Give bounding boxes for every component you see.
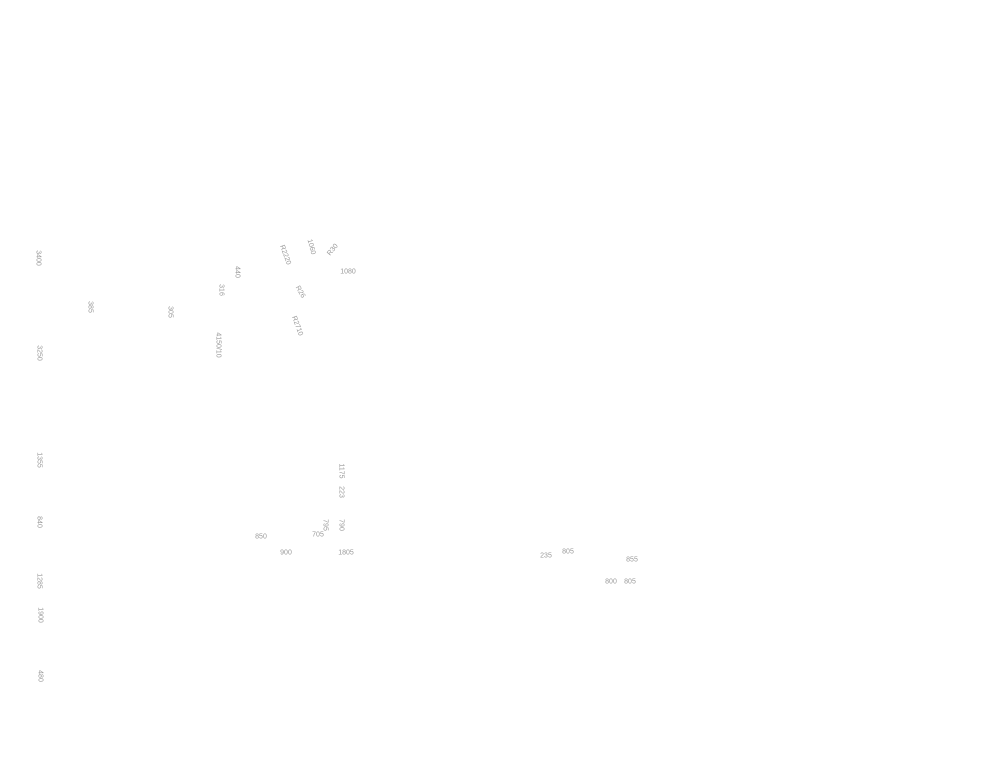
dimension-label: 790 — [337, 519, 345, 531]
dimension-label: 316 — [217, 284, 225, 296]
dimension-label: 800 — [605, 578, 617, 586]
dimension-label: 1060 — [305, 238, 317, 256]
dimension-label: 705 — [312, 531, 324, 539]
radius-label: R30 — [326, 242, 340, 258]
dimension-label: 795 — [321, 519, 329, 531]
dimension-label: 480 — [36, 670, 44, 682]
dimension-label: 850 — [255, 533, 267, 541]
dimension-label: 3400 — [34, 250, 42, 266]
dimension-label: 385 — [86, 301, 94, 313]
dimension-label: 1805 — [338, 549, 354, 557]
dimension-label: 1355 — [35, 452, 43, 468]
dimension-label: 805 — [624, 578, 636, 586]
dimension-label: 1900 — [36, 607, 44, 623]
dimension-label: 440 — [233, 266, 241, 278]
dimension-label: 223 — [337, 486, 345, 498]
dimension-label: 235 — [540, 552, 552, 560]
dimension-label: 3250 — [35, 345, 43, 361]
dimension-label: 805 — [562, 548, 574, 556]
dimension-label: 1080 — [340, 268, 356, 276]
dimension-label: 4150/10 — [214, 332, 222, 358]
dimension-label: 855 — [626, 556, 638, 564]
radius-label: R2220 — [278, 244, 292, 266]
radius-label: R26 — [293, 284, 307, 300]
dimension-label: 900 — [280, 549, 292, 557]
dimension-label: 1285 — [35, 573, 43, 589]
radius-label: R2710 — [290, 315, 304, 337]
dimension-label: 1175 — [337, 463, 345, 479]
dimension-label: 840 — [35, 516, 43, 528]
dimension-label: 305 — [166, 306, 174, 318]
